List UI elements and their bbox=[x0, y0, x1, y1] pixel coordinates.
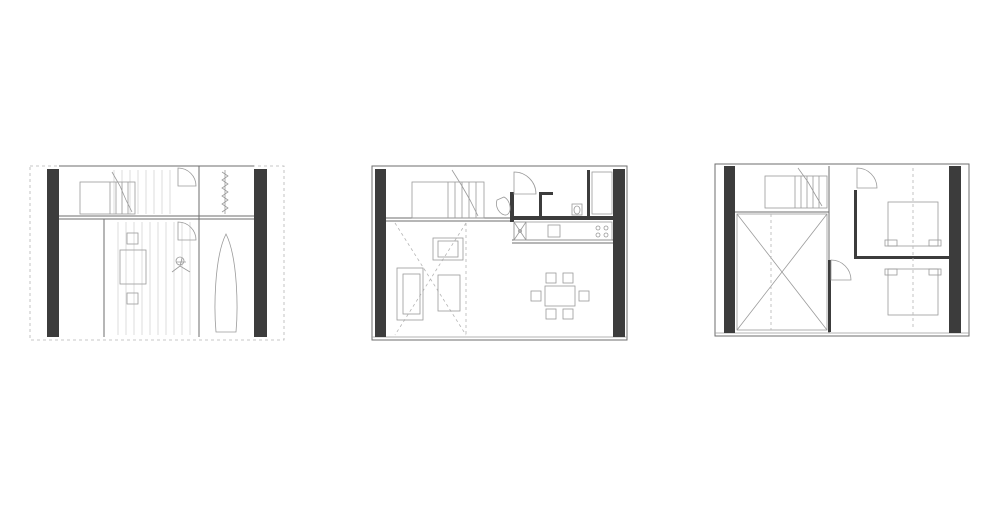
washbasin-bowl bbox=[573, 205, 581, 215]
dining-chair bbox=[545, 308, 557, 320]
bedroom-wall bbox=[854, 256, 949, 259]
service-wall bbox=[510, 216, 613, 220]
washbasin bbox=[571, 203, 583, 216]
service-wall bbox=[539, 192, 553, 195]
void-line bbox=[394, 222, 467, 336]
sofa bbox=[396, 267, 424, 321]
armchair bbox=[432, 237, 464, 261]
boat bbox=[214, 233, 238, 333]
bedroom-wall bbox=[854, 190, 857, 258]
door-swing bbox=[177, 221, 197, 241]
kitchen-counter bbox=[513, 221, 613, 241]
chair bbox=[126, 232, 139, 245]
west-wall bbox=[949, 166, 961, 333]
door-swing bbox=[177, 167, 197, 187]
human-figure bbox=[171, 256, 191, 273]
dining-table bbox=[544, 285, 576, 307]
door-swing bbox=[830, 259, 852, 281]
door-swing bbox=[513, 171, 537, 195]
bathtub bbox=[591, 171, 613, 215]
plan-outline bbox=[714, 163, 970, 337]
east-wall bbox=[375, 169, 386, 337]
void-area bbox=[736, 213, 828, 331]
west-wall bbox=[254, 169, 267, 337]
dining-chair bbox=[578, 290, 590, 302]
table bbox=[119, 249, 147, 285]
hanging-rack bbox=[221, 170, 229, 214]
dining-chair bbox=[562, 308, 574, 320]
stair bbox=[411, 169, 485, 219]
service-wall bbox=[539, 192, 542, 218]
west-wall bbox=[613, 169, 625, 337]
deck-boards bbox=[113, 170, 191, 335]
dining-chair bbox=[530, 290, 542, 302]
door-swing bbox=[856, 167, 878, 189]
stair bbox=[764, 167, 828, 209]
plan-outline bbox=[29, 165, 285, 341]
plan-outline bbox=[371, 165, 628, 341]
coffee-table bbox=[437, 274, 461, 312]
middle-level-plan bbox=[371, 165, 628, 341]
toilet bbox=[496, 196, 511, 216]
stair bbox=[79, 171, 136, 215]
sofa-seat bbox=[402, 273, 421, 315]
ground-level-plan bbox=[29, 165, 285, 341]
east-wall bbox=[724, 166, 735, 333]
armchair-seat bbox=[437, 240, 459, 258]
service-wall bbox=[587, 170, 590, 218]
service-wall bbox=[510, 192, 514, 222]
upper-level-plan bbox=[714, 163, 970, 337]
bedroom-wall bbox=[828, 260, 831, 332]
chair bbox=[126, 292, 139, 305]
dining-chair bbox=[562, 272, 574, 284]
dining-chair bbox=[545, 272, 557, 284]
east-wall bbox=[47, 169, 59, 337]
